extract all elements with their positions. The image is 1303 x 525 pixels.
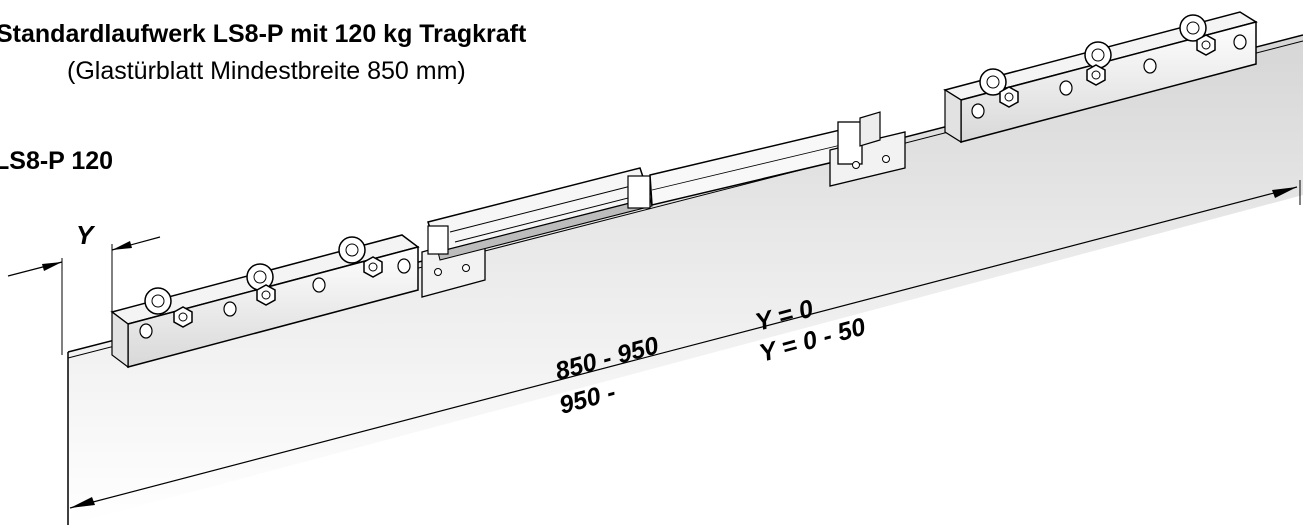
page-subtitle: (Glastürblatt Mindestbreite 850 mm)	[67, 57, 466, 85]
screw-hole-icon	[312, 277, 326, 293]
screw-hole-icon	[434, 268, 442, 276]
screw-hole-icon	[1059, 80, 1073, 96]
y-arrow-left	[42, 262, 62, 271]
screw-hole-icon	[397, 258, 411, 274]
roller-wheel-icon	[246, 263, 274, 291]
damper-mechanism	[421, 111, 906, 298]
hex-nut-icon	[1196, 34, 1216, 56]
model-label: LS8-P 120	[0, 147, 114, 175]
width-arrow-right	[1272, 187, 1297, 198]
width-arrow-left	[70, 497, 95, 508]
roller-wheel-icon	[144, 287, 172, 315]
screw-hole-icon	[971, 103, 985, 119]
hex-nut-icon	[1086, 64, 1106, 86]
glass-panel	[68, 35, 1303, 525]
y-arrow-right	[112, 241, 132, 250]
hex-nut-icon	[999, 86, 1019, 108]
screw-hole-icon	[139, 323, 153, 339]
screw-hole-icon	[223, 301, 237, 317]
width-dimension-line	[69, 186, 1298, 509]
screw-hole-icon	[462, 264, 470, 272]
roller-wheel-icon	[1179, 14, 1207, 42]
offset-dimension-label: Y	[76, 220, 96, 250]
hex-nut-icon	[363, 256, 383, 278]
screw-hole-icon	[1143, 58, 1157, 74]
hex-nut-icon	[256, 284, 276, 306]
left-carriage	[110, 234, 420, 369]
roller-wheel-icon	[338, 236, 366, 264]
screw-hole-icon	[882, 155, 890, 163]
right-carriage	[943, 11, 1258, 144]
screw-hole-icon	[1233, 34, 1247, 50]
roller-wheel-icon	[979, 68, 1007, 96]
hex-nut-icon	[173, 306, 193, 328]
screw-hole-icon	[852, 161, 860, 169]
page-title: Standardlaufwerk LS8-P mit 120 kg Tragkr…	[0, 20, 527, 48]
roller-wheel-icon	[1084, 41, 1112, 69]
